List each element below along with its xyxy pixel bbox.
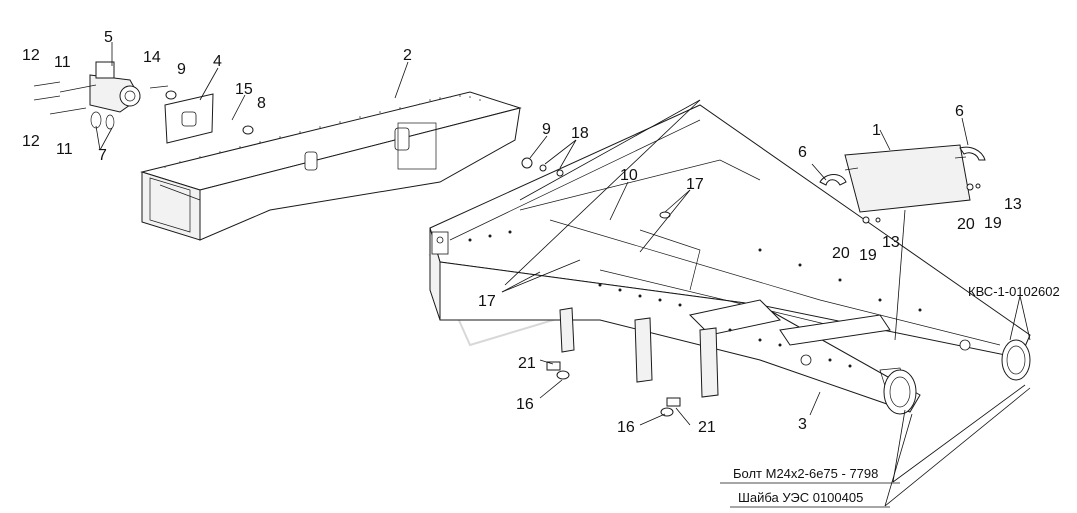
washer-note: Шайба УЭС 0100405: [738, 490, 863, 505]
studs-part-11-12: [33, 81, 169, 115]
callout-11-top: 11: [54, 54, 71, 71]
callout-17-bottom: 17: [478, 293, 496, 310]
callout-6-right: 6: [955, 103, 964, 120]
callout-20-right: 20: [957, 216, 975, 233]
callout-7: 7: [98, 147, 107, 164]
callout-9-left: 9: [177, 61, 186, 78]
callout-19-left: 19: [859, 247, 877, 264]
clamp-left-part-6: [819, 174, 847, 186]
callout-13-left: 13: [882, 234, 900, 251]
callout-15: 15: [235, 81, 253, 98]
callout-20-left: 20: [832, 245, 850, 262]
callout-13-right: 13: [1004, 196, 1022, 213]
callout-21-left: 21: [518, 355, 536, 372]
main-frame-part-3: [429, 104, 1031, 415]
callout-4: 4: [213, 53, 222, 70]
leader-lines: [95, 42, 1031, 508]
callout-1: 1: [872, 122, 881, 139]
callout-14: 14: [143, 49, 161, 66]
callout-16-right: 16: [617, 419, 635, 436]
callout-17-top: 17: [686, 176, 704, 193]
callout-5: 5: [104, 29, 113, 46]
callout-8: 8: [257, 95, 266, 112]
callout-21-right: 21: [698, 419, 716, 436]
cover-plate-part-1: [844, 144, 971, 213]
callout-2: 2: [403, 47, 412, 64]
valve-part-5: [89, 61, 141, 130]
callout-10: 10: [620, 167, 638, 184]
callout-12-bottom: 12: [22, 133, 40, 150]
callout-18: 18: [571, 125, 589, 142]
callout-11-bottom: 11: [56, 141, 73, 158]
callout-16-left: 16: [516, 396, 534, 413]
callout-6-left: 6: [798, 144, 807, 161]
callout-12-top: 12: [22, 47, 40, 64]
front-beam-part-2: [140, 91, 522, 241]
callout-labels: 12 11 5 14 9 4 15 8 2 12 11 7 9 18 10 17…: [22, 29, 1060, 505]
bolt-note: Болт М24х2-6е75 - 7798: [733, 466, 878, 481]
clamp-right-part-6: [959, 146, 986, 161]
callout-3: 3: [798, 416, 807, 433]
callout-19-right: 19: [984, 215, 1002, 232]
assembly-code-label: КВС-1-0102602: [968, 284, 1060, 299]
callout-9-right: 9: [542, 121, 551, 138]
hardware: [165, 90, 981, 417]
